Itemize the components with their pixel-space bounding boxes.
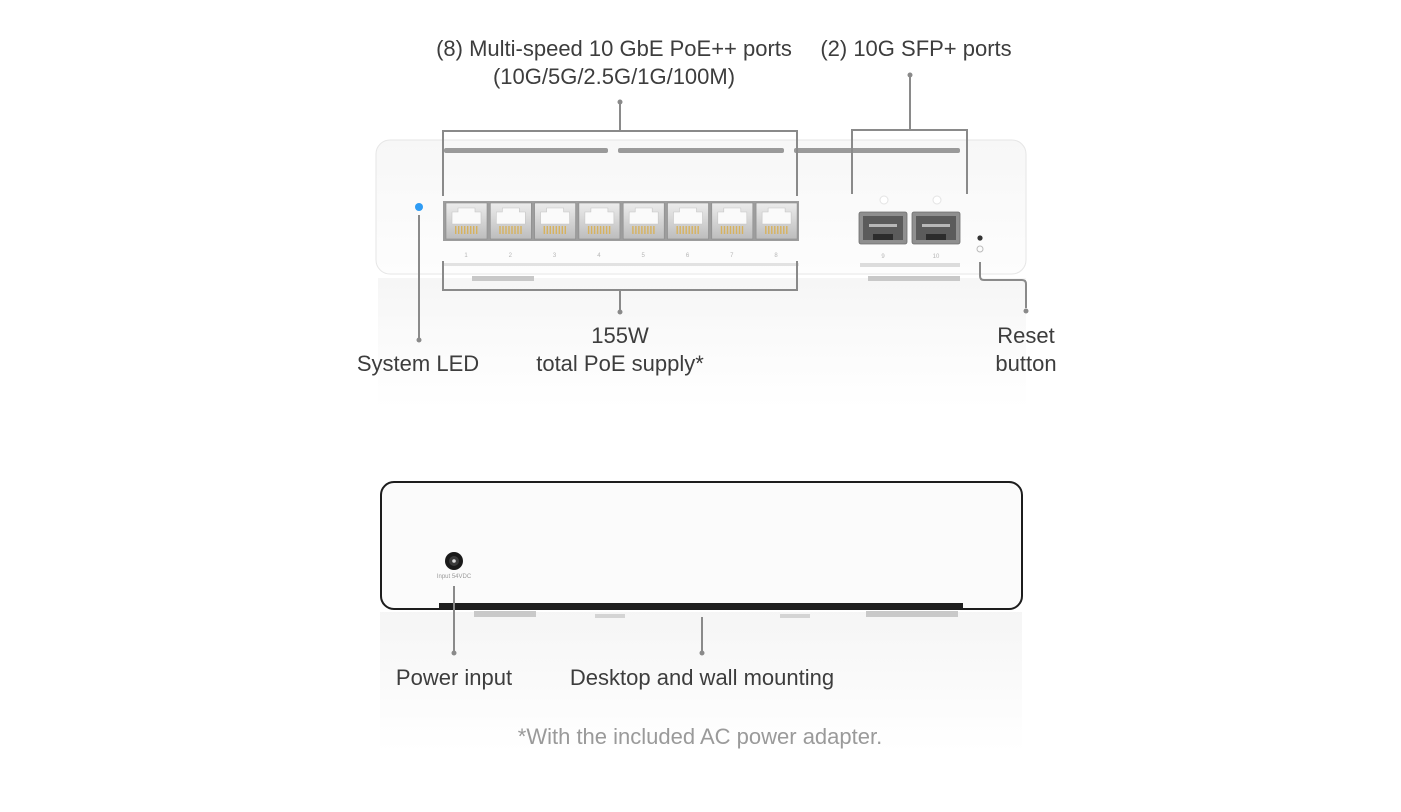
- poe-watts: 155W: [591, 323, 649, 348]
- poe-supply-label: 155W total PoE supply*: [536, 322, 704, 378]
- sfp-port-9: [858, 211, 908, 245]
- sfp-port-10: [911, 211, 961, 245]
- rj45-port-number: 7: [730, 253, 734, 259]
- rj45-port-2: [489, 202, 532, 240]
- rj45-port-4: [578, 202, 621, 240]
- sfp-port-number: 9: [881, 254, 885, 260]
- sfp-ports-label: (2) 10G SFP+ ports: [820, 36, 1012, 61]
- power-input-label: Power input: [395, 665, 513, 690]
- reset-button-icon: [977, 235, 983, 241]
- rj45-port-7: [711, 202, 754, 240]
- power-input-port-icon: [445, 552, 463, 570]
- system-led-label: System LED: [356, 351, 480, 376]
- footnote: *With the included AC power adapter.: [517, 724, 883, 749]
- back-device: Input 54VDC: [380, 481, 1023, 610]
- sfp-port-numbers: 9 10: [881, 254, 940, 260]
- sfp-ports: [858, 211, 961, 245]
- rj45-port-number: 4: [597, 253, 601, 259]
- rj45-port-number: 5: [642, 253, 646, 259]
- rj45-port-1: [445, 202, 488, 240]
- rj45-port-8: [755, 202, 798, 240]
- rj45-port-6: [667, 202, 709, 240]
- system-led-icon: [415, 203, 423, 211]
- mounting-label: Desktop and wall mounting: [569, 665, 835, 690]
- rj45-port-number: 2: [509, 253, 513, 259]
- power-port-marking: Input 54VDC: [437, 574, 472, 580]
- poe-supply-text: total PoE supply*: [536, 351, 704, 376]
- rj45-port-number: 1: [464, 253, 468, 259]
- reset-line-1: Reset: [997, 323, 1055, 348]
- multispeed-ports-title: (8) Multi-speed 10 GbE PoE++ ports: [436, 36, 792, 61]
- multispeed-ports-label: (8) Multi-speed 10 GbE PoE++ ports (10G/…: [436, 35, 792, 91]
- rj45-port-numbers: 1 2 3 4 5 6 7 8: [464, 253, 778, 259]
- front-device: 1 2 3 4 5 6 7 8 9 10: [375, 139, 1027, 275]
- rj45-port-3: [534, 202, 576, 240]
- front-callouts: [416, 72, 1029, 343]
- rj45-ports: [445, 202, 798, 240]
- multispeed-ports-speeds: (10G/5G/2.5G/1G/100M): [492, 64, 736, 89]
- rj45-port-number: 8: [774, 253, 778, 259]
- sfp-port-number: 10: [933, 254, 940, 260]
- reset-button-label: Reset button: [995, 322, 1056, 378]
- front-device-reflection: [378, 276, 1026, 408]
- reset-line-2: button: [995, 351, 1057, 376]
- rj45-port-5: [622, 202, 665, 240]
- rj45-port-number: 3: [553, 253, 557, 259]
- rj45-port-number: 6: [686, 253, 690, 259]
- back-callouts: [451, 586, 705, 656]
